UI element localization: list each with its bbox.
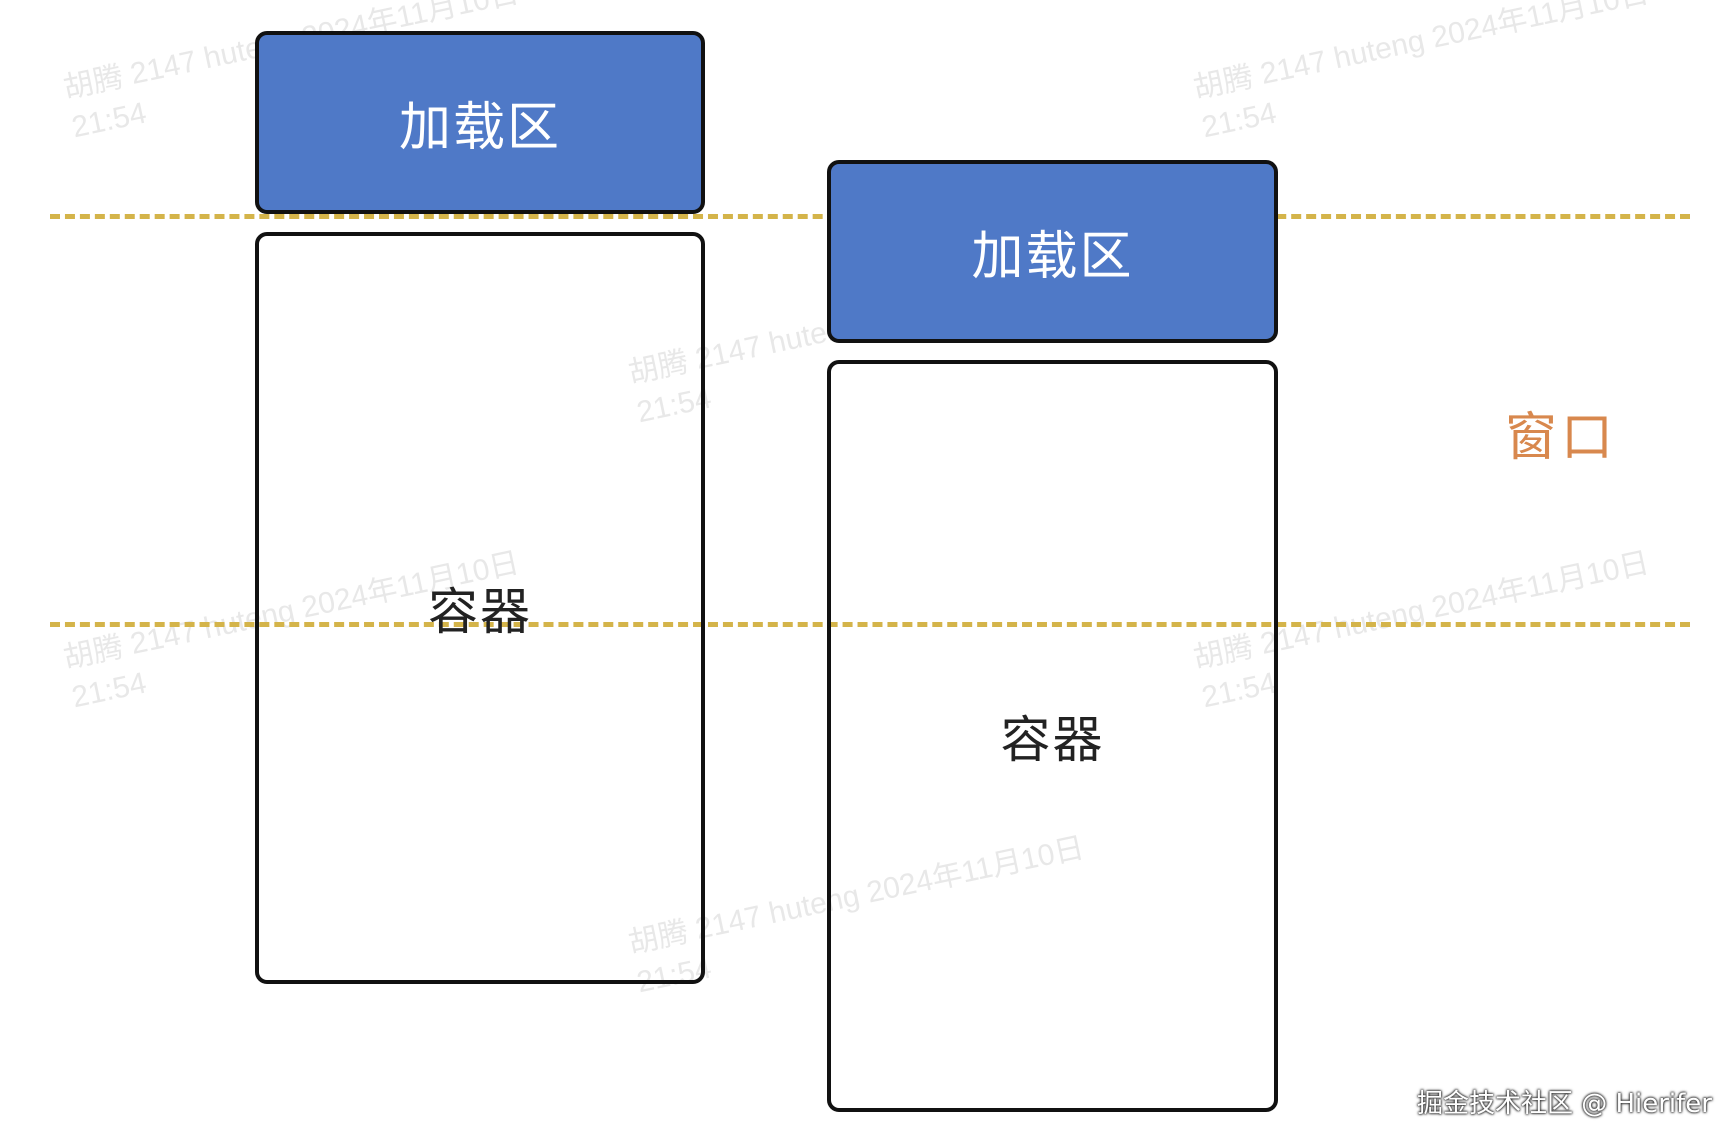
right-container-label: 容器 — [1000, 711, 1105, 769]
left-container: 容器 — [255, 232, 705, 984]
window-label: 窗口 — [1505, 408, 1618, 468]
footer-credit: 掘金技术社区 @ Hierifer — [1416, 1089, 1712, 1119]
left-load-area-label: 加载区 — [398, 98, 561, 158]
left-container-label: 容器 — [428, 583, 532, 641]
window-bottom-boundary — [50, 622, 1690, 627]
left-load-area: 加载区 — [255, 31, 705, 214]
right-load-area-label: 加载区 — [971, 227, 1134, 287]
watermark: 胡腾 2147 huteng 2024年11月10日 21:54 — [1190, 0, 1653, 145]
right-container: 容器 — [827, 360, 1278, 1112]
right-load-area: 加载区 — [827, 160, 1278, 343]
